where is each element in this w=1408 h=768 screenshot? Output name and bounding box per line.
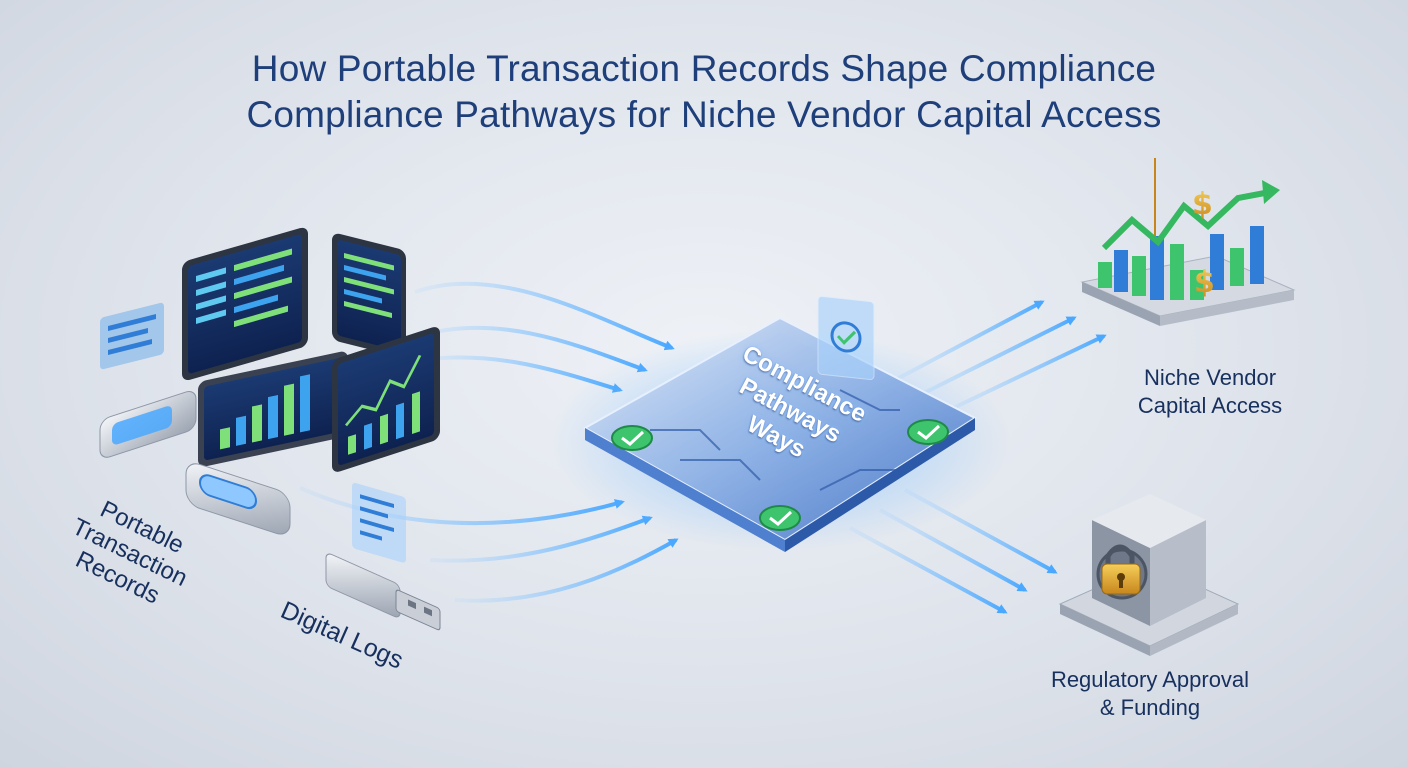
tablet-dashboard-icon bbox=[100, 227, 440, 472]
flow-arrow bbox=[417, 325, 648, 373]
funding-label-line-1: Regulatory Approval bbox=[1050, 667, 1250, 692]
flow-arrow bbox=[454, 538, 679, 603]
capital-label-line-1: Niche Vendor bbox=[1143, 365, 1277, 390]
checkmark-icon bbox=[611, 425, 653, 451]
capital-label-line-2: Capital Access bbox=[1137, 393, 1283, 418]
funding-label-line-2: & Funding bbox=[1099, 695, 1201, 720]
compliance-hub bbox=[550, 295, 1010, 552]
dollar-icon: $ bbox=[1192, 187, 1213, 222]
svg-text:$: $ bbox=[1194, 265, 1215, 300]
checkmark-icon bbox=[759, 505, 801, 531]
incoming-arrows-lower bbox=[299, 486, 679, 603]
usb-drive-icon bbox=[99, 391, 441, 631]
title-line-1: How Portable Transaction Records Shape C… bbox=[251, 48, 1157, 89]
growth-chart-icon: $ $ bbox=[1080, 158, 1296, 326]
padlock-vault-icon bbox=[1058, 494, 1240, 656]
title-line-2: Compliance Pathways for Niche Vendor Cap… bbox=[246, 94, 1162, 135]
flow-arrow bbox=[414, 281, 675, 351]
checkmark-icon bbox=[907, 419, 949, 445]
capital-access-label: Niche Vendor Capital Access bbox=[1110, 364, 1310, 420]
flow-arrow bbox=[849, 526, 1008, 614]
flow-arrow bbox=[429, 515, 653, 563]
dollar-icon: $ bbox=[1194, 265, 1215, 300]
svg-text:$: $ bbox=[1192, 187, 1213, 222]
page-title: How Portable Transaction Records Shape C… bbox=[0, 46, 1408, 138]
flow-arrow bbox=[299, 486, 625, 526]
regulatory-funding-label: Regulatory Approval & Funding bbox=[1010, 666, 1290, 722]
